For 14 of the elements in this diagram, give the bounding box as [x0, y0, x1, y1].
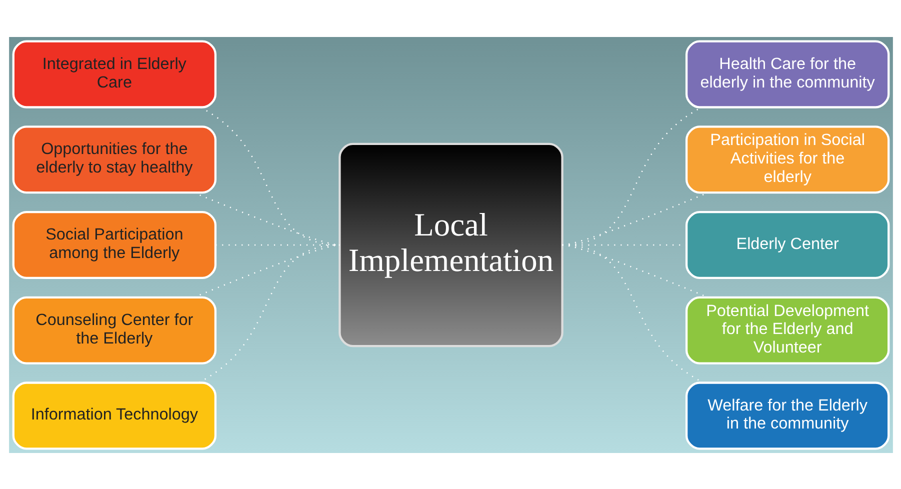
node-box: Social Participation among the Elderly [12, 210, 216, 279]
node-box: Counseling Center for the Elderly [12, 296, 216, 364]
node-box: Welfare for the Elderly in the community [684, 381, 890, 450]
connector [193, 192, 340, 246]
node-box: Local Implementation [338, 142, 563, 347]
connector [198, 244, 340, 383]
node-box: Integrated in Elderly Care [12, 40, 216, 108]
node-box: Health Care for the elderly in the community [684, 40, 890, 108]
node-box: Opportunities for the elderly to stay healthy [12, 125, 216, 194]
node-box: Participation in Social Activities for the elderly [684, 125, 890, 194]
node-box: Information Technology [12, 381, 216, 450]
node-box: Potential Development for the Elderly and Volunteer [684, 296, 890, 364]
connector [200, 106, 340, 246]
node-box: Elderly Center [684, 210, 890, 279]
